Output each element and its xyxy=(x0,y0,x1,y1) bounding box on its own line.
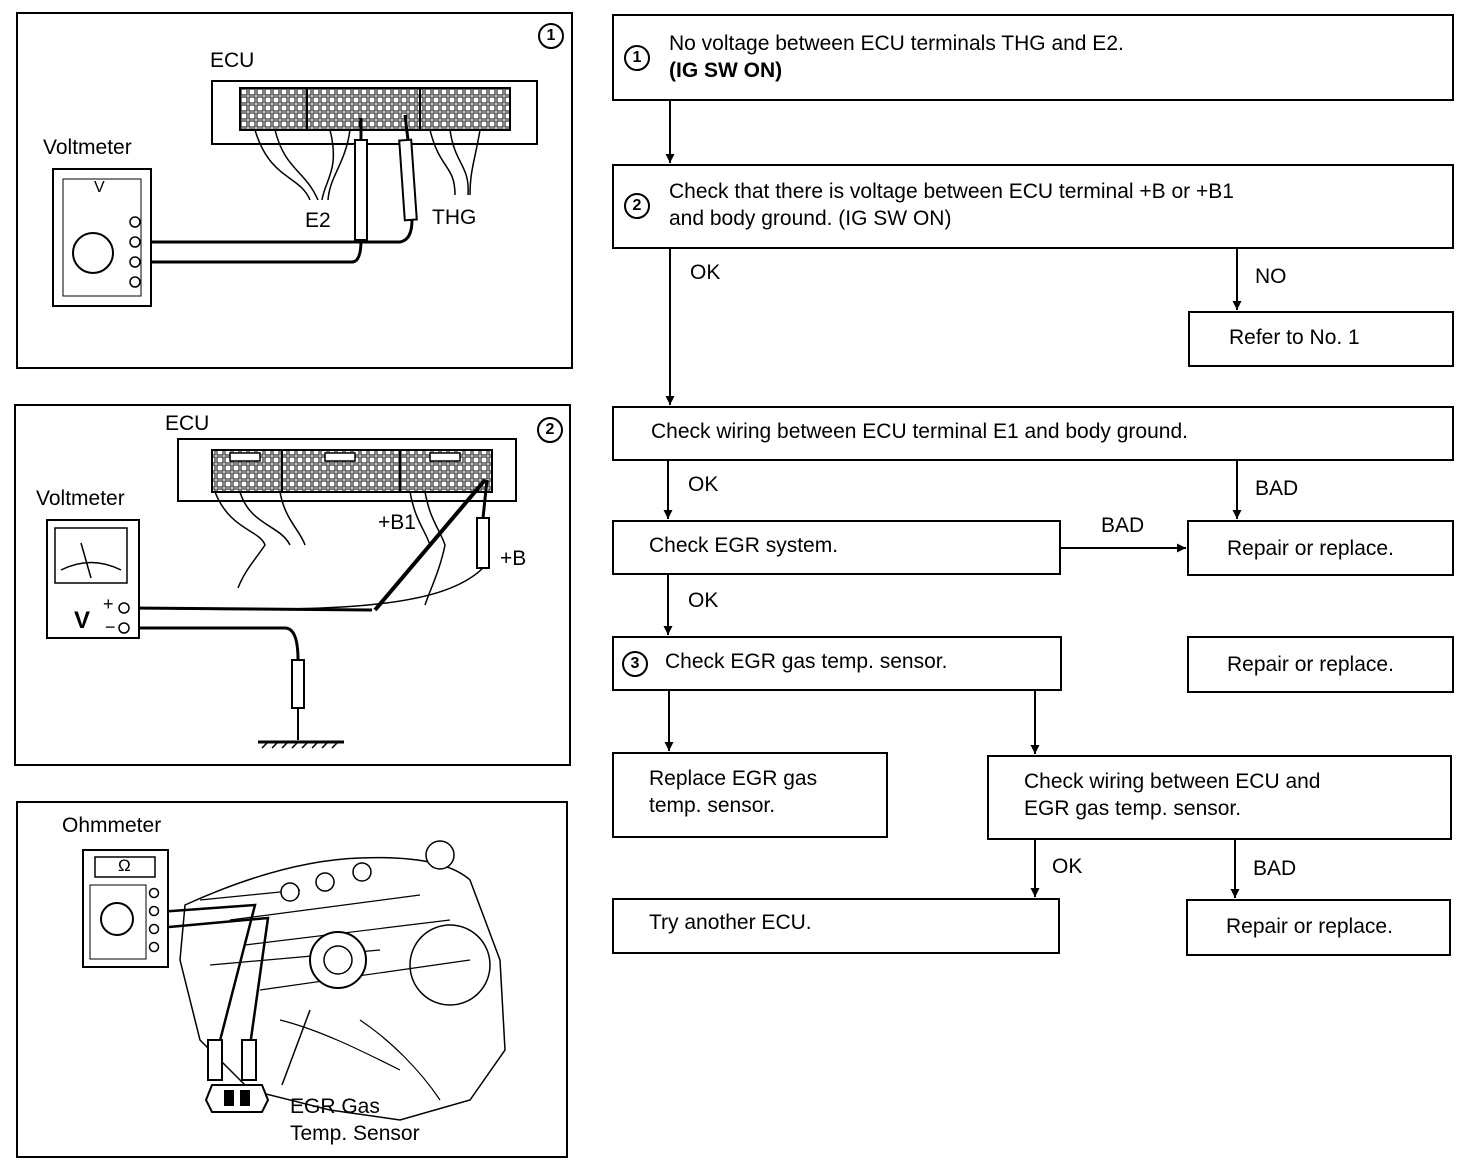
check-wiring-line1: Check wiring between ECU and xyxy=(1024,770,1321,793)
replace-sensor-line2: temp. sensor. xyxy=(649,794,776,817)
repair-text-3: Repair or replace. xyxy=(1226,915,1393,938)
panel-2-number: 2 xyxy=(537,417,563,443)
branch-bad-label: BAD xyxy=(1255,477,1299,500)
check-e1-box xyxy=(612,406,1454,461)
repair-box-3 xyxy=(1186,899,1451,956)
repair-text-2: Repair or replace. xyxy=(1227,653,1394,676)
check-wiring-box xyxy=(987,755,1452,840)
branch-ok-label: OK xyxy=(688,589,719,612)
step-2-box xyxy=(612,164,1454,249)
panel-1-number: 1 xyxy=(538,23,564,49)
ohmmeter-label: Ohmmeter xyxy=(62,814,162,837)
step-3-number: 3 xyxy=(622,651,648,677)
step-2-line2: and body ground. (IG SW ON) xyxy=(669,207,952,230)
voltmeter-label: Voltmeter xyxy=(43,136,132,159)
step-1-line1: No voltage between ECU terminals THG and… xyxy=(669,32,1124,55)
step-3-line1: Check EGR gas temp. sensor. xyxy=(665,650,948,673)
voltmeter-face-label: V xyxy=(74,607,91,634)
branch-no-label: NO xyxy=(1255,265,1287,288)
check-egr-box xyxy=(612,520,1061,575)
step-1-number: 1 xyxy=(624,45,650,71)
terminal-e2-label: E2 xyxy=(305,209,331,232)
try-ecu-box xyxy=(612,898,1060,954)
check-egr-text: Check EGR system. xyxy=(649,534,839,557)
plus-terminal-label: + xyxy=(103,594,114,614)
minus-terminal-label: − xyxy=(105,617,116,637)
flowchart xyxy=(612,14,1454,956)
branch-bad-label: BAD xyxy=(1253,857,1297,880)
ecu-connector xyxy=(239,87,511,131)
voltmeter-face-label: V xyxy=(94,179,105,196)
sensor-label-line2: Temp. Sensor xyxy=(290,1122,420,1145)
step-2-line1: Check that there is voltage between ECU … xyxy=(669,180,1234,203)
replace-sensor-box xyxy=(612,752,888,838)
repair-text-1: Repair or replace. xyxy=(1227,537,1394,560)
refer-text: Refer to No. 1 xyxy=(1229,326,1360,349)
try-ecu-text: Try another ECU. xyxy=(649,911,812,934)
terminal-b1-label: +B1 xyxy=(378,511,416,534)
terminal-thg-label: THG xyxy=(432,206,477,229)
panel-3-ohmmeter-sensor xyxy=(16,801,568,1158)
sensor-label-line1: EGR Gas xyxy=(290,1095,380,1118)
repair-box-1 xyxy=(1187,520,1454,576)
ohmmeter-face-label: Ω xyxy=(118,856,131,875)
refer-box xyxy=(1188,311,1454,367)
check-wiring-line2: EGR gas temp. sensor. xyxy=(1024,797,1242,820)
step-2-number: 2 xyxy=(624,193,650,219)
terminal-b-label: +B xyxy=(500,547,527,570)
panel-1-voltmeter-ecu xyxy=(16,12,573,369)
replace-sensor-line1: Replace EGR gas xyxy=(649,767,818,790)
check-e1-text: Check wiring between ECU terminal E1 and… xyxy=(651,420,1188,443)
ecu-label: ECU xyxy=(210,49,255,72)
branch-ok-label: OK xyxy=(688,473,719,496)
ecu-label: ECU xyxy=(165,412,210,435)
panel-2-voltmeter-ecu xyxy=(14,404,571,766)
step-1-box xyxy=(612,14,1454,101)
branch-ok-label: OK xyxy=(1052,855,1083,878)
voltmeter-label: Voltmeter xyxy=(36,487,125,510)
step-1-line2: (IG SW ON) xyxy=(669,59,783,82)
branch-ok-label: OK xyxy=(690,261,721,284)
flow-arrows xyxy=(663,100,1242,898)
branch-bad-label: BAD xyxy=(1101,514,1145,537)
step-3-box xyxy=(612,636,1062,691)
repair-box-2 xyxy=(1187,636,1454,693)
